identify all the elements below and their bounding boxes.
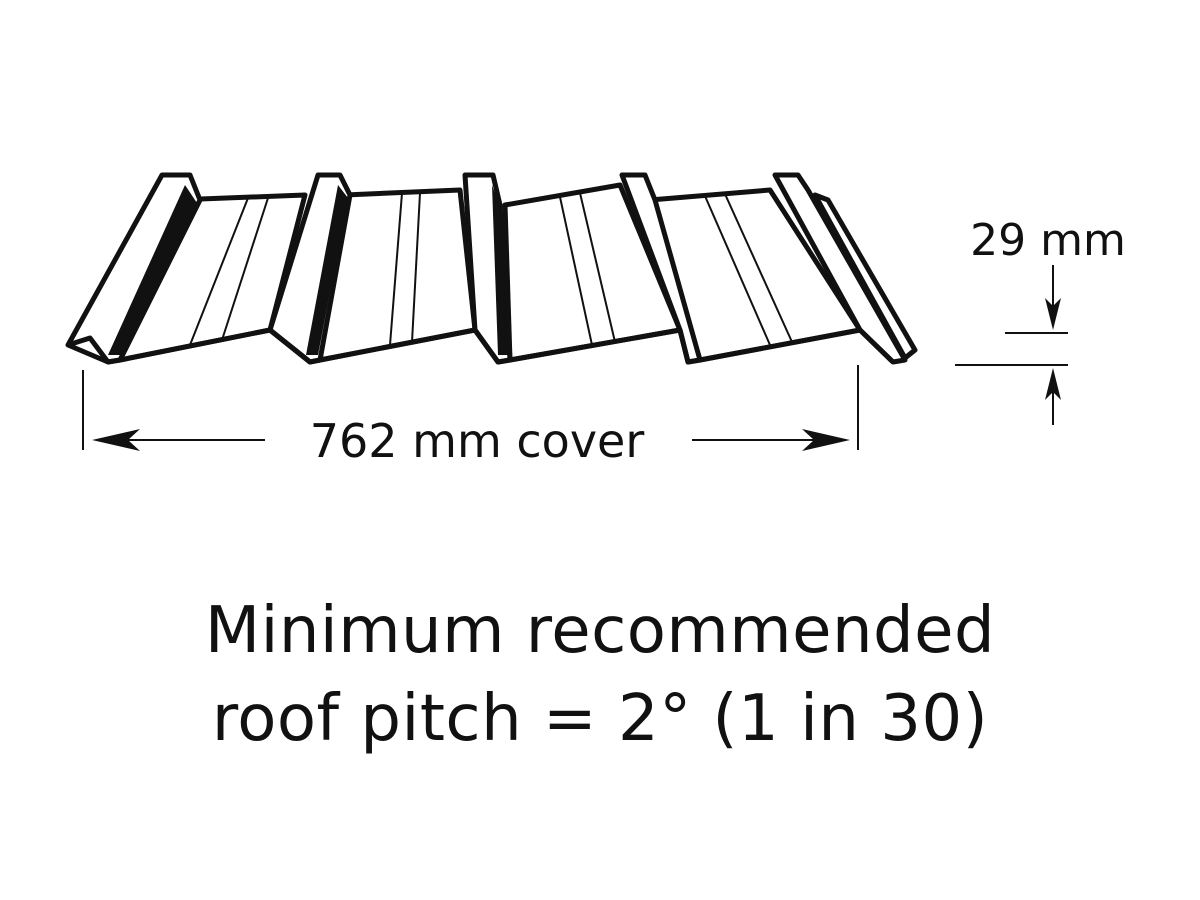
sheet-edge-lip [812,192,918,361]
height-label: 29 mm [970,215,1126,266]
rib-shadow-1 [108,185,197,355]
height-dimension [955,265,1068,425]
caption-line-1: Minimum recommended [204,594,996,668]
height-arrow-top-head [1045,298,1061,330]
rib-shadow-3 [492,185,508,355]
height-arrow-bottom-head [1045,368,1061,400]
cover-arrow-right-head [802,429,850,451]
caption-line-2: roof pitch = 2° (1 in 30) [211,682,989,756]
cover-dimension [82,365,859,451]
pan-stiffening-lines [189,192,793,346]
rib-shadow-2 [306,185,348,355]
sheet-bottom-edge [67,327,895,365]
cover-label: 762 mm cover [310,414,645,468]
cover-arrow-left-head [92,429,140,451]
roof-sheet-profile [65,172,918,365]
